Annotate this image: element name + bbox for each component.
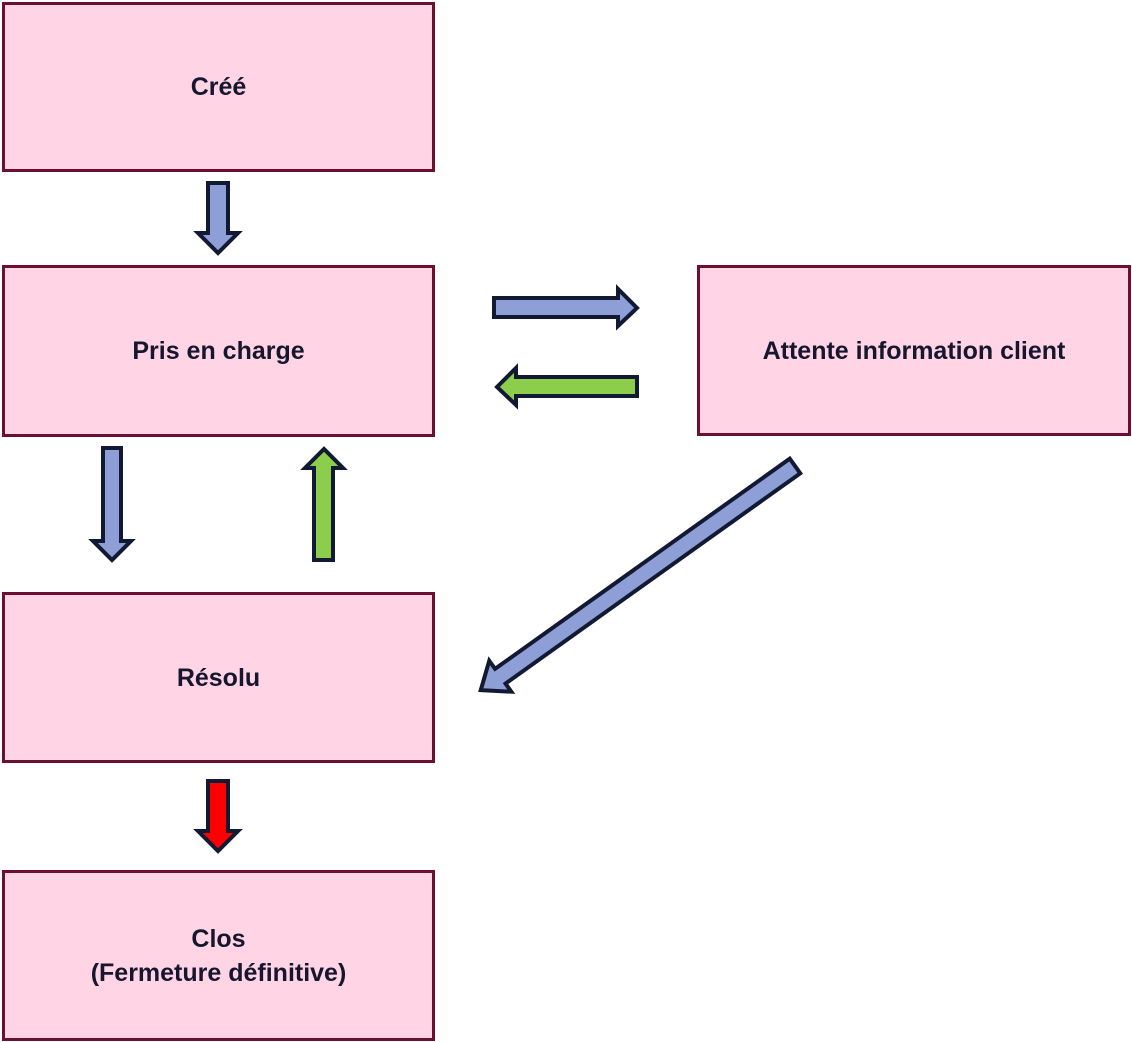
state-label: Attente information client xyxy=(762,336,1066,365)
state-label-line2: (Fermeture définitive) xyxy=(90,958,347,987)
state-label: Pris en charge xyxy=(132,337,305,365)
arrow-attente-to-resolu xyxy=(478,455,804,694)
state-resolu: Résolu xyxy=(2,592,435,763)
arrow-resolu-to-clos xyxy=(193,779,243,854)
state-attente-information-client: Attente information client xyxy=(697,265,1131,436)
arrow-pris-to-resolu xyxy=(88,446,136,563)
state-label: Résolu xyxy=(176,663,261,692)
arrow-pris-to-attente xyxy=(492,284,640,331)
arrow-cree-to-pris xyxy=(193,181,243,256)
state-clos: Clos (Fermeture définitive) xyxy=(2,870,435,1041)
state-label: Créé xyxy=(190,73,247,101)
arrow-attente-to-pris xyxy=(494,363,639,410)
state-pris-en-charge: Pris en charge xyxy=(2,265,435,437)
state-label-line1: Clos xyxy=(191,924,246,953)
arrow-resolu-to-pris xyxy=(300,446,348,562)
state-cree: Créé xyxy=(2,2,435,172)
